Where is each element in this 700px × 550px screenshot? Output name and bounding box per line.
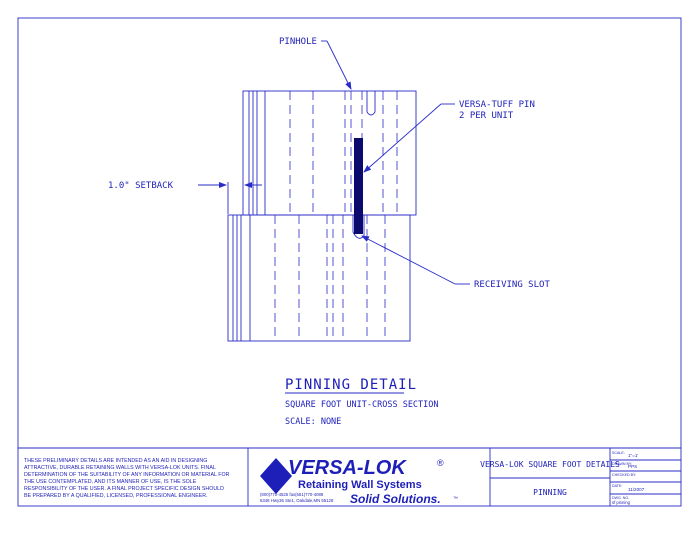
detail-title: PINNING DETAIL <box>285 377 417 393</box>
scale-field-label: SCALE: <box>612 451 625 455</box>
drawn-field-value: PPS <box>628 464 637 469</box>
upper-block <box>242 90 417 216</box>
lower-block <box>227 214 411 342</box>
svg-text:ATTRACTIVE, DURABLE RETAINING: ATTRACTIVE, DURABLE RETAINING WALLS WITH… <box>24 465 216 471</box>
pinhole-notch <box>366 91 376 116</box>
svg-text:RESPONSIBILITY OF THE USER. A: RESPONSIBILITY OF THE USER. A FINAL PROJ… <box>24 486 224 492</box>
svg-text:DETERMINATION OF THE SUITABILI: DETERMINATION OF THE SUITABILITY OF ANY … <box>24 472 230 478</box>
logo-diamond-icon <box>260 458 292 494</box>
logo-phone: (800)770-4525 fax(651)770-4089 <box>260 492 324 497</box>
sheet-title: VERSA-LOK SQUARE FOOT DETAILS <box>480 460 620 469</box>
logo-address: 6348 Hwy36 Ste1, Oakdale,MN 55128 <box>260 498 334 503</box>
detail-subtitle: SQUARE FOOT UNIT-CROSS SECTION <box>285 400 439 410</box>
slot-label: RECEIVING SLOT <box>474 280 550 290</box>
versa-tuff-pin <box>354 138 363 234</box>
pin-callout: VERSA-TUFF PIN 2 PER UNIT <box>363 100 535 173</box>
svg-text:THESE PRELIMINARY DETAILS ARE: THESE PRELIMINARY DETAILS ARE INTENDED A… <box>24 458 207 464</box>
pin-label-line1: VERSA-TUFF PIN <box>459 100 535 110</box>
svg-text:THE USE CONTEMPLATED, AND ITS: THE USE CONTEMPLATED, AND ITS MANNER OF … <box>24 479 197 485</box>
pinhole-label: PINHOLE <box>279 37 317 47</box>
logo-tagline: Retaining Wall Systems <box>298 479 422 491</box>
pinhole-callout: PINHOLE <box>279 37 352 90</box>
logo-slogan: Solid Solutions. <box>350 492 441 506</box>
date-field-value: 11/2007 <box>628 487 645 492</box>
versa-lok-logo: VERSA-LOK ® Retaining Wall Systems (800)… <box>260 457 458 506</box>
disclaimer: THESE PRELIMINARY DETAILS ARE INTENDED A… <box>24 458 230 499</box>
dwg-field-label: DWG. NO. <box>612 496 629 500</box>
sheet-border <box>17 17 682 507</box>
pin-label-line2: 2 PER UNIT <box>459 111 514 121</box>
logo-brand: VERSA-LOK <box>288 457 407 479</box>
slot-callout: RECEIVING SLOT <box>361 235 550 290</box>
logo-registered-mark: ® <box>437 458 444 468</box>
title-block <box>18 447 681 506</box>
setback-label: 1.0" SETBACK <box>108 181 174 191</box>
logo-trademark: ™ <box>453 496 458 502</box>
drawn-field-label: DRAWN BY: <box>612 462 632 466</box>
checked-field-label: CHECKED BY: <box>612 473 636 477</box>
dwg-field-value: sf pinning <box>612 500 631 505</box>
svg-text:BE PREPARED BY A QUALIFIED, LI: BE PREPARED BY A QUALIFIED, LICENSED, PR… <box>24 493 208 499</box>
setback-callout: 1.0" SETBACK <box>108 181 262 214</box>
date-field-label: DATE: <box>612 484 622 488</box>
detail-scale: SCALE: NONE <box>285 417 341 427</box>
scale-field-value: 1"=1' <box>628 453 638 458</box>
info-fields: SCALE: 1"=1' DRAWN BY: PPS CHECKED BY: D… <box>612 451 645 505</box>
sheet-subtitle: PINNING <box>533 488 567 497</box>
